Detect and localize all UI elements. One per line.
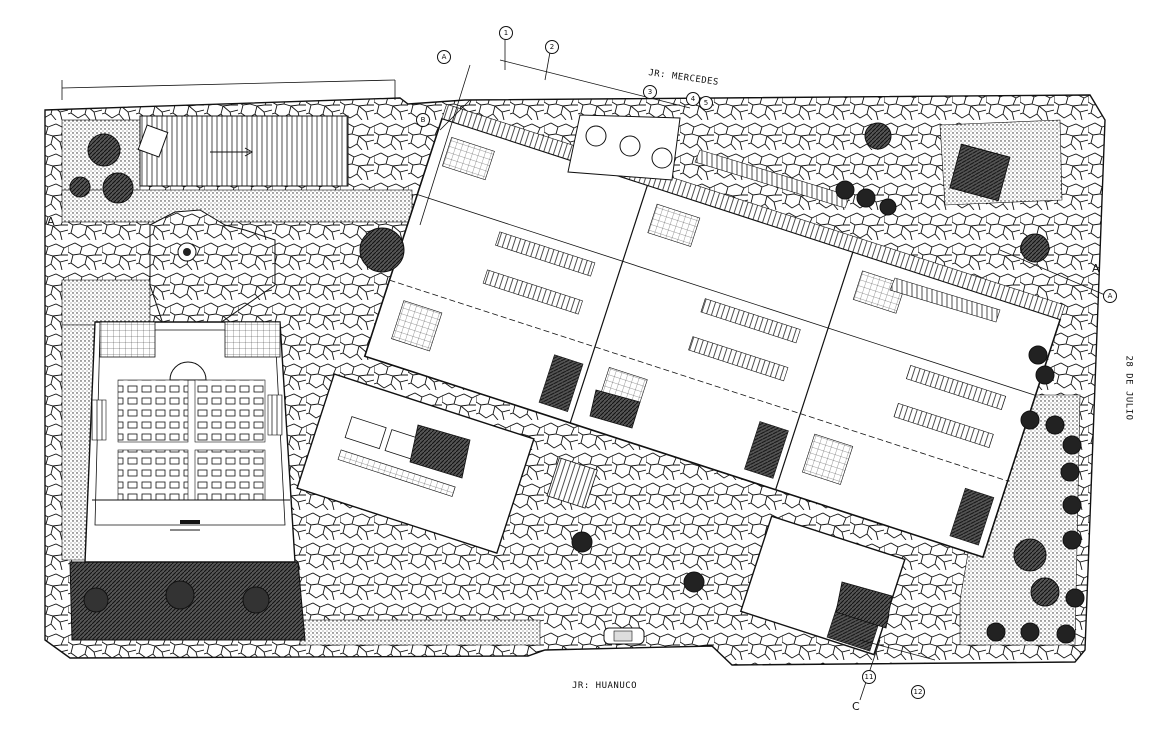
grid-bubble-5: 5 — [699, 96, 713, 110]
grid-bubble-4: 4 — [686, 92, 700, 106]
dark-stair-core-2 — [589, 389, 641, 429]
grid-bubble-2: 2 — [545, 40, 559, 54]
street-label-south: JR: HUANUCO — [572, 681, 638, 691]
grid-bubble-b: B — [416, 113, 430, 127]
grid-bubble-12: 12 — [911, 685, 925, 699]
section-mark-east: A — [1092, 262, 1100, 275]
grid-bubble-3: 3 — [643, 85, 657, 99]
top-striped-band — [694, 149, 851, 209]
section-mark-south: C — [852, 700, 860, 713]
auditorium — [84, 321, 296, 563]
dark-stair-core-3 — [835, 581, 893, 629]
grid-bubble-1: 1 — [499, 26, 513, 40]
section-mark-west: A — [47, 215, 55, 228]
dark-stair-core-1 — [409, 424, 471, 479]
east-striped-band — [889, 277, 1001, 323]
grid-bubble-a-east: A — [1103, 289, 1117, 303]
parking-area — [137, 115, 349, 187]
grid-bubble-a-north: A — [437, 50, 451, 64]
grid-bubble-11: 11 — [862, 670, 876, 684]
street-label-east: 28 DE JULIO — [1123, 355, 1134, 421]
entrance-plaza — [149, 209, 276, 331]
grid-lines — [61, 40, 1106, 701]
trees — [69, 122, 1085, 644]
car — [603, 627, 645, 645]
